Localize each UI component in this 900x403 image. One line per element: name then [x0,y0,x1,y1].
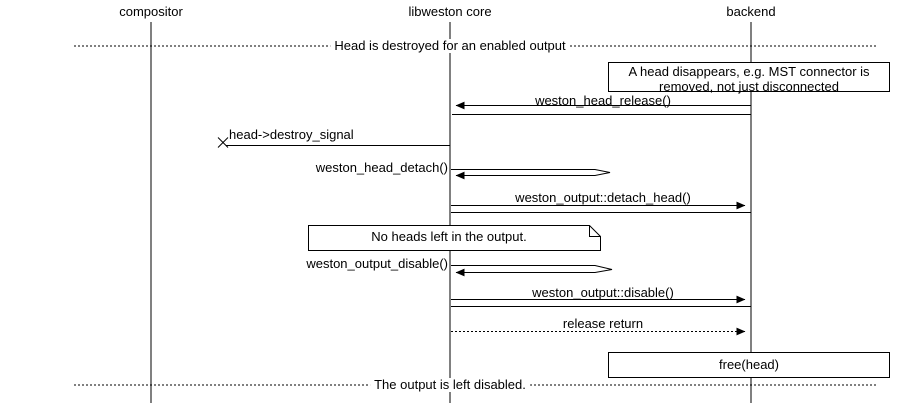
message-weston-output-disable-call [451,265,613,277]
actor-label-backend: backend [726,4,776,19]
note-free-head-box [608,352,890,378]
note-no-heads-left-box [308,225,601,251]
actor-label-libweston-core: libweston core [408,4,492,19]
message-label-release-return: release return [562,316,644,331]
message-head-destroy-signal [217,137,450,148]
message-label-weston-output-detach-head: weston_output::detach_head() [515,190,691,205]
separator-label-bottom: The output is left disabled. [370,378,530,392]
separator-lines [74,45,878,386]
note-head-disappears-box [608,62,890,92]
actor-label-compositor: compositor [119,4,183,19]
note-no-heads-left-text: No heads left in the output. [371,229,527,244]
message-weston-output-detach-head [451,201,751,213]
note-free-head-text: free(head) [719,357,779,372]
message-label-head-destroy-signal: head->destroy_signal [229,127,354,142]
message-weston-head-release [452,101,751,115]
message-label-weston-head-detach: weston_head_detach() [315,160,448,175]
message-label-weston-output-disable-call: weston_output_disable() [306,256,448,271]
message-label-weston-head-release: weston_head_release() [535,93,671,108]
message-label-weston-output-disable: weston_output::disable() [532,285,674,300]
separator-label-top: Head is destroyed for an enabled output [330,39,570,53]
note-head-disappears-text: A head disappears, e.g. MST connector is… [628,64,870,94]
message-weston-output-disable [451,295,751,307]
message-weston-head-detach [451,169,611,180]
